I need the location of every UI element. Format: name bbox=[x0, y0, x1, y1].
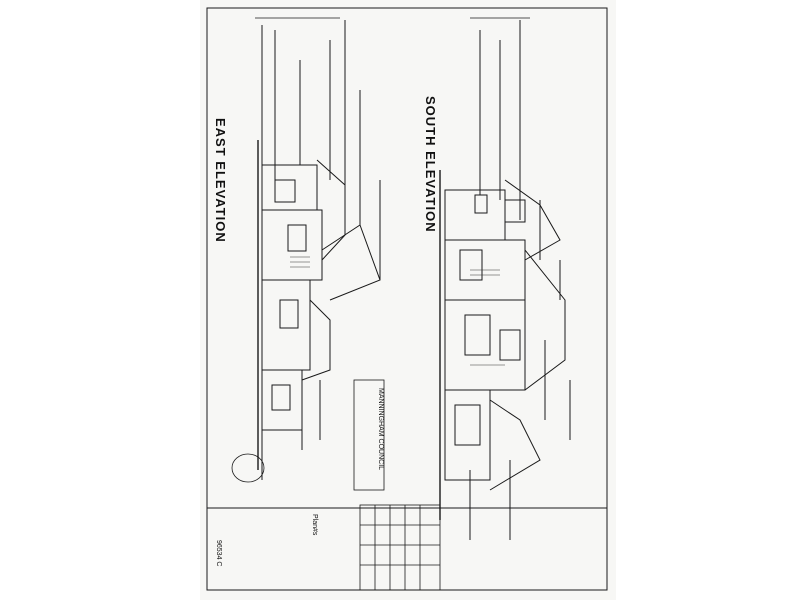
drawing-number: 96534 C bbox=[215, 540, 222, 567]
south-elevation-title: SOUTH ELEVATION bbox=[423, 96, 438, 233]
east-elevation bbox=[257, 20, 381, 480]
title-block bbox=[359, 504, 441, 591]
drawing-name: Plan#s bbox=[311, 514, 318, 536]
sheet-border bbox=[206, 7, 608, 591]
south-elevation bbox=[439, 20, 571, 540]
drawing-sheet bbox=[200, 0, 616, 600]
stamp-circle bbox=[231, 453, 265, 483]
council-stamp-box bbox=[353, 379, 385, 491]
east-elevation-title: EAST ELEVATION bbox=[213, 118, 228, 243]
council-stamp-text: MANNINGHAM COUNCIL bbox=[377, 388, 384, 471]
